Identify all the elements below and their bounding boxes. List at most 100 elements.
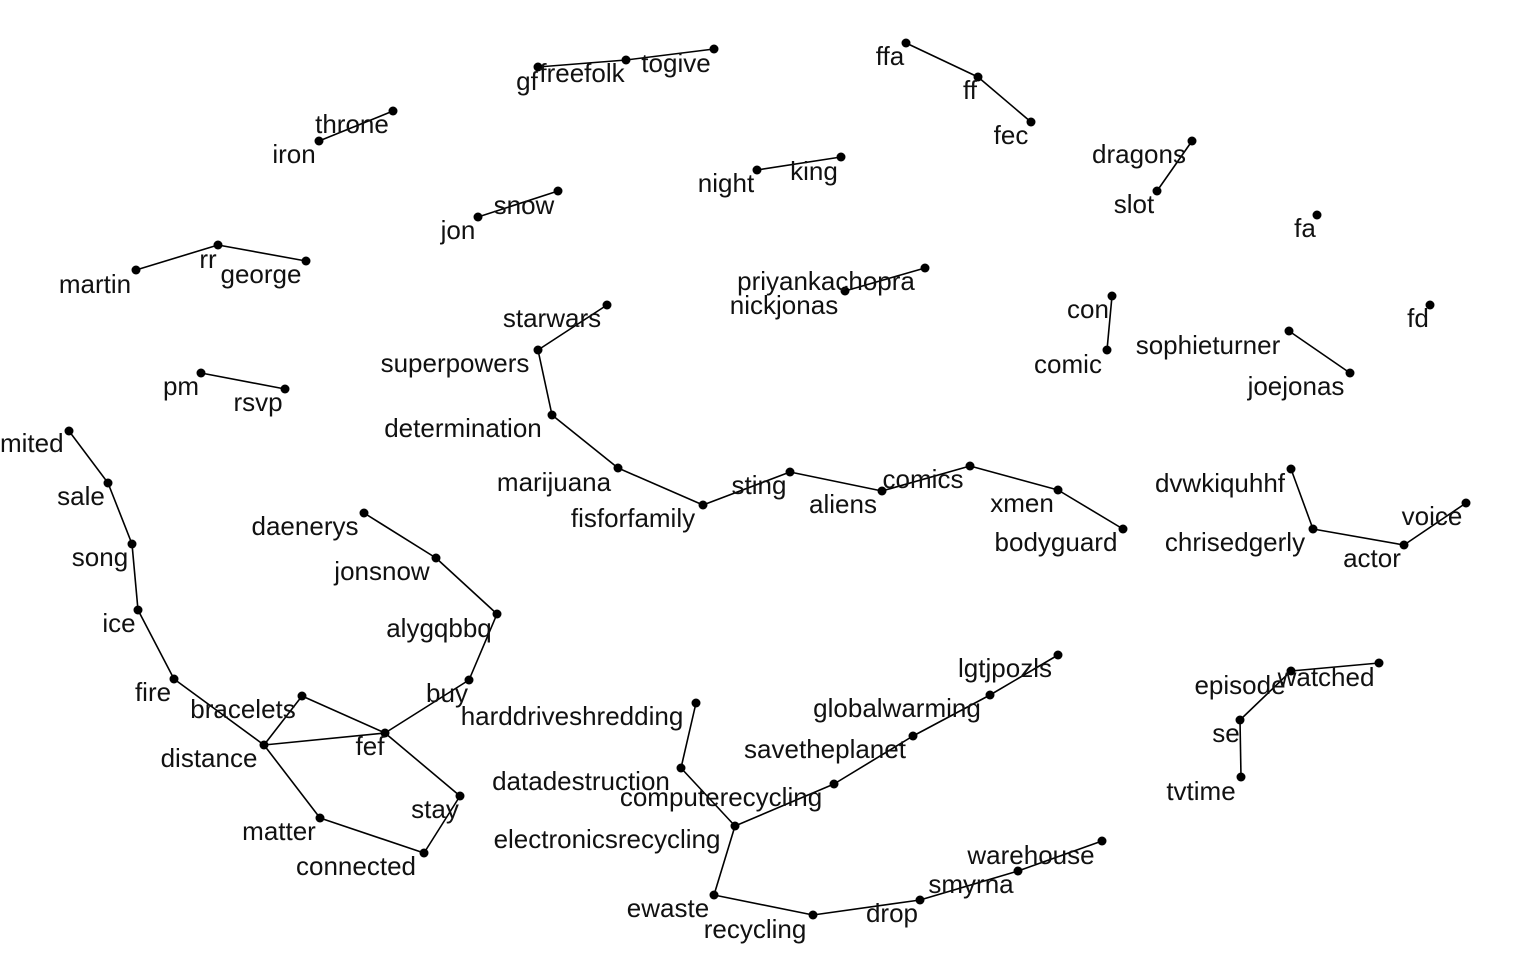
edge-globalwarming-lgtjpozls [989,654,1059,696]
node-label-ice: ice [102,608,135,638]
edge-gf-freefolk [537,59,627,68]
node-label-globalwarming: globalwarming [813,693,981,723]
node-connected [419,848,429,858]
node-label-sophieturner: sophieturner [1136,330,1281,360]
node-label-limited: mited [0,428,64,458]
node-recycling [808,910,818,920]
node-label-con: con [1067,294,1109,324]
edge-savetheplanet-globalwarming [912,694,991,737]
node-label-superpowers: superpowers [381,348,530,378]
node-label-fire: fire [135,677,171,707]
node-label-actor: actor [1343,543,1401,573]
node-label-distance: distance [161,743,258,773]
node-label-ff: ff [963,75,978,105]
edge-fisforfamily-sting [702,471,791,506]
node-label-song: song [72,542,128,572]
edge-computerecycling-savetheplanet [833,735,914,785]
node-rr [213,240,223,250]
edge-matter-connected [319,817,425,854]
node-label-alygqbbq: alygqbbq [386,613,492,643]
node-superpowers [533,345,543,355]
edge-starwars-superpowers [537,304,608,351]
node-label-smyrna: smyrna [928,869,1014,899]
edge-smyrna-warehouse [1017,840,1103,872]
node-marijuana [613,463,623,473]
node-label-martin: martin [59,269,131,299]
edge-fef-buy [384,679,470,734]
node-togive [709,44,719,54]
edge-stay-fef [384,732,461,797]
node-label-starwars: starwars [503,303,601,333]
edge-recycling-drop [812,899,921,916]
node-comics [965,461,975,471]
node-jonsnow [431,553,441,563]
node-label-freefolk: freefolk [539,58,625,88]
node-label-bracelets: bracelets [190,694,296,724]
node-aliens [877,486,887,496]
edge-harddriveshredding-datadestruction [680,702,697,769]
edge-datadestruction-electronicsrecycling [680,767,736,827]
node-label-ewaste: ewaste [627,893,709,923]
node-snow [553,186,563,196]
edge-buy-alygqbbq [468,613,498,681]
node-label-marijuana: marijuana [497,467,612,497]
edge-se-tvtime [1239,719,1242,778]
node-throne [388,106,398,116]
node-label-jon: jon [440,215,476,245]
edge-distance-bracelets [263,695,303,746]
edge-ffa-ff [905,42,979,78]
node-bodyguard [1118,524,1128,534]
node-song [127,539,137,549]
edge-con-comic [1106,295,1113,351]
edge-electronicsrecycling-computerecycling [734,783,835,827]
node-label-king: king [790,156,838,186]
node-computerecycling [829,779,839,789]
node-label-joejonas: joejonas [1247,371,1345,401]
edge-actor-voice [1403,502,1467,546]
node-label-dragons: dragons [1092,139,1186,169]
edge-snow-jon [477,190,559,218]
node-label-warehouse: warehouse [966,840,1094,870]
edge-freefolk-togive [625,48,715,61]
node-priyankachopra [920,263,930,273]
node-ffa [901,38,911,48]
node-king [836,152,846,162]
edge-layer [68,42,1467,916]
node-savetheplanet [908,731,918,741]
node-sophieturner [1284,326,1294,336]
edge-connected-stay [423,795,461,854]
node-label-slot: slot [1114,189,1155,219]
node-label-george: george [221,259,302,289]
edge-ewaste-recycling [713,894,814,916]
node-comic [1102,345,1112,355]
edge-comics-xmen [969,465,1059,491]
edge-superpowers-determination [537,349,553,416]
node-fire [169,674,179,684]
edge-jonsnow-daenerys [363,512,437,559]
node-label-lgtjpozls: lgtjpozls [958,653,1052,683]
node-label-electronicsrecycling: electronicsrecycling [494,824,721,854]
node-slot [1152,186,1162,196]
node-label-savetheplanet: savetheplanet [744,734,907,764]
node-label-throne: throne [315,109,389,139]
node-nickjonas [840,286,850,296]
node-label-fa: fa [1294,213,1316,243]
node-xmen [1053,485,1063,495]
node-ice [133,605,143,615]
node-label-recycling: recycling [704,914,807,944]
edge-chrisedgerly-actor [1312,528,1405,546]
edge-episode-se [1239,670,1292,721]
node-label-datadestruction: datadestruction [492,766,670,796]
node-fisforfamily [698,500,708,510]
node-label-comics: comics [883,464,964,494]
node-harddriveshredding [691,698,701,708]
edge-night-king [756,156,842,171]
node-layer [64,38,1471,920]
node-label-harddriveshredding: harddriveshredding [461,701,684,731]
node-ff [973,72,983,82]
node-label-iron: iron [272,139,315,169]
node-dragons [1187,136,1197,146]
node-distance [259,740,269,750]
edge-limited-sale [68,430,109,484]
node-label-comic: comic [1034,349,1102,379]
